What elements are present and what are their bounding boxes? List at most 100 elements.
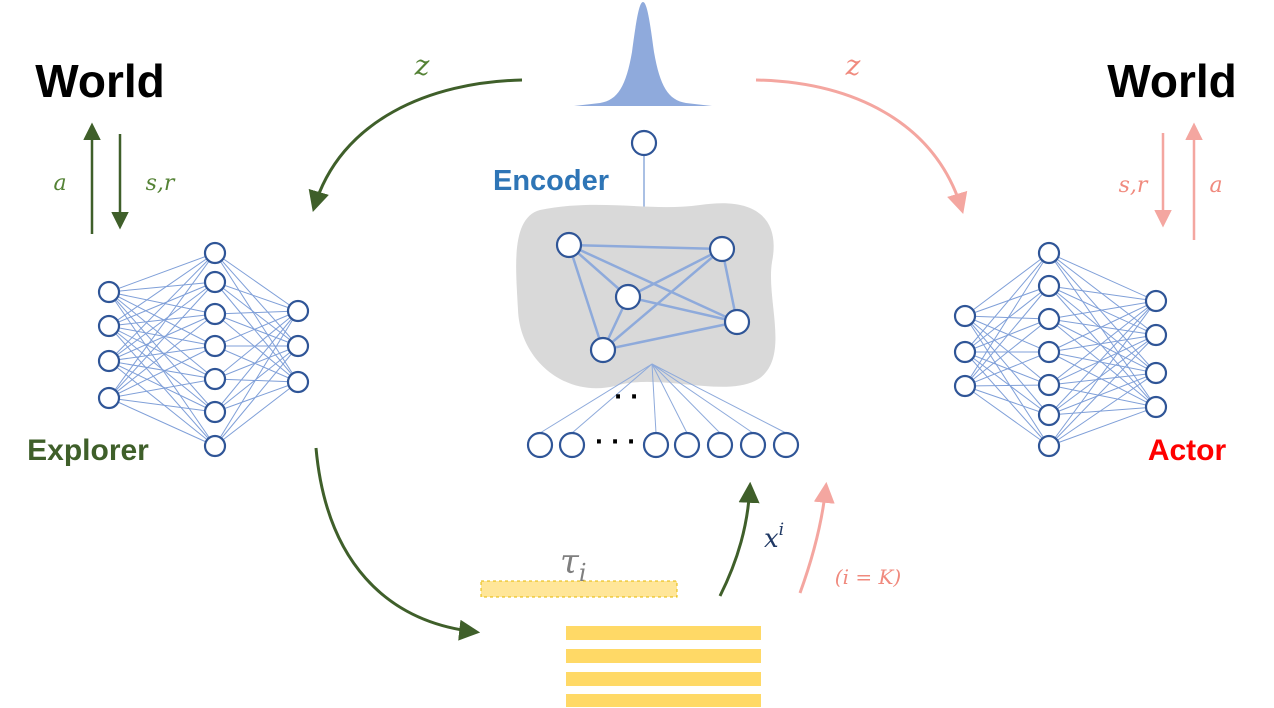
actor-connection xyxy=(964,315,1050,320)
actor-connection xyxy=(964,384,1050,387)
actor-connection xyxy=(964,285,1050,317)
actor-connection xyxy=(1048,406,1157,416)
explorer-connection xyxy=(108,313,216,399)
explorer-connection xyxy=(108,252,216,327)
actor-world-arrows: s,r a xyxy=(1119,122,1223,240)
z-label-left: z xyxy=(414,49,430,82)
explorer-neuron-layer-2 xyxy=(203,434,227,458)
input-connection xyxy=(651,363,688,434)
explorer-connection xyxy=(108,252,216,293)
actor-neuron-layer-2 xyxy=(1037,241,1061,265)
actor-connection xyxy=(1048,334,1157,447)
explorer-connection xyxy=(108,252,216,362)
explorer-connection xyxy=(108,345,216,362)
actor-connection xyxy=(964,252,1050,317)
explorer-neuron-layer-1 xyxy=(97,349,121,373)
explorer-connection xyxy=(108,325,216,413)
actor-neuron-layer-2 xyxy=(1037,373,1061,397)
explorer-connection xyxy=(108,281,216,327)
input-connection xyxy=(539,363,653,434)
explorer-connection xyxy=(214,378,299,383)
explorer-connection xyxy=(108,291,216,347)
input-ellipsis-upper: · · xyxy=(614,385,638,410)
actor-connection xyxy=(1048,406,1157,447)
actor-connection xyxy=(1048,318,1157,374)
actor-network xyxy=(953,241,1168,458)
world-right-label: World xyxy=(1107,55,1236,107)
explorer-connection xyxy=(108,325,216,380)
explorer-connection xyxy=(214,345,299,447)
explorer-connection xyxy=(108,291,216,315)
actor-connection xyxy=(1048,285,1157,302)
actor-connection xyxy=(1048,384,1157,408)
explorer-connection xyxy=(214,252,299,347)
explorer-connection xyxy=(108,360,216,380)
encoder-graph-blob xyxy=(516,203,776,389)
actor-neuron-layer-3 xyxy=(1144,289,1168,313)
encoder-input-node xyxy=(673,431,701,459)
explorer-connection xyxy=(214,281,299,347)
encoder-label: Encoder xyxy=(493,165,609,197)
explorer-connection xyxy=(214,345,299,383)
actor-connection xyxy=(1048,300,1157,353)
actor-connection xyxy=(1048,351,1157,374)
explorer-connection xyxy=(214,345,299,380)
tau-symbol: τ xyxy=(560,542,580,582)
explorer-connection xyxy=(214,381,299,413)
actor-connection xyxy=(1048,372,1157,416)
actor-connection xyxy=(1048,300,1157,386)
actor-neuron-layer-3 xyxy=(1144,361,1168,385)
explorer-neuron-layer-1 xyxy=(97,280,121,304)
actor-connection xyxy=(964,252,1050,353)
gaussian-prior-icon xyxy=(574,2,712,106)
buffer-to-encoder-final-arrow xyxy=(798,481,835,594)
input-connection xyxy=(571,363,653,434)
explorer-connection xyxy=(108,313,216,362)
explorer-connection xyxy=(214,281,299,383)
explorer-connection xyxy=(108,345,216,399)
explorer-neuron-layer-3 xyxy=(286,299,310,323)
trajectory-buffer-icon xyxy=(566,626,761,707)
explorer-connection xyxy=(108,397,216,413)
encoder-input-node xyxy=(739,431,767,459)
explorer-neuron-layer-2 xyxy=(203,367,227,391)
input-connection xyxy=(651,363,721,434)
actor-connection xyxy=(1048,285,1157,374)
x-label: xi xyxy=(764,520,784,554)
buffer-to-encoder-arrow xyxy=(718,481,760,597)
z-arrow-to-explorer xyxy=(308,78,523,213)
actor-connection xyxy=(964,315,1050,416)
explorer-network xyxy=(97,241,310,458)
explorer-connection xyxy=(214,381,299,447)
explorer-connection xyxy=(108,397,216,447)
explorer-neuron-layer-1 xyxy=(97,314,121,338)
explorer-connection xyxy=(214,310,299,347)
actor-connection xyxy=(964,351,1050,416)
actor-neuron-layer-2 xyxy=(1037,340,1061,364)
encoder-input-node xyxy=(526,431,554,459)
action-label-right: a xyxy=(1209,173,1222,198)
explorer-connection xyxy=(108,378,216,399)
actor-connection xyxy=(964,285,1050,387)
explorer-neuron-layer-3 xyxy=(286,334,310,358)
state-reward-label-right: s,r xyxy=(1119,173,1149,198)
explorer-neuron-layer-2 xyxy=(203,241,227,265)
input-ellipsis-row: · · · xyxy=(595,430,635,455)
explorer-connection xyxy=(108,313,216,327)
explorer-neuron-layer-3 xyxy=(286,370,310,394)
explorer-neuron-layer-2 xyxy=(203,302,227,326)
encoder-input-layer xyxy=(526,363,800,459)
actor-connection xyxy=(964,385,1050,416)
actor-neuron-layer-2 xyxy=(1037,403,1061,427)
explorer-connection xyxy=(214,252,299,383)
actor-connection xyxy=(1048,252,1157,302)
actor-neuron-layer-2 xyxy=(1037,307,1061,331)
world-left-label: World xyxy=(35,55,164,107)
explorer-connection xyxy=(108,252,216,399)
actor-connection xyxy=(964,252,1050,387)
actor-neuron-layer-1 xyxy=(953,340,977,364)
explorer-connection xyxy=(214,310,299,447)
x-superscript: i xyxy=(779,520,784,540)
actor-connection xyxy=(1048,372,1157,447)
